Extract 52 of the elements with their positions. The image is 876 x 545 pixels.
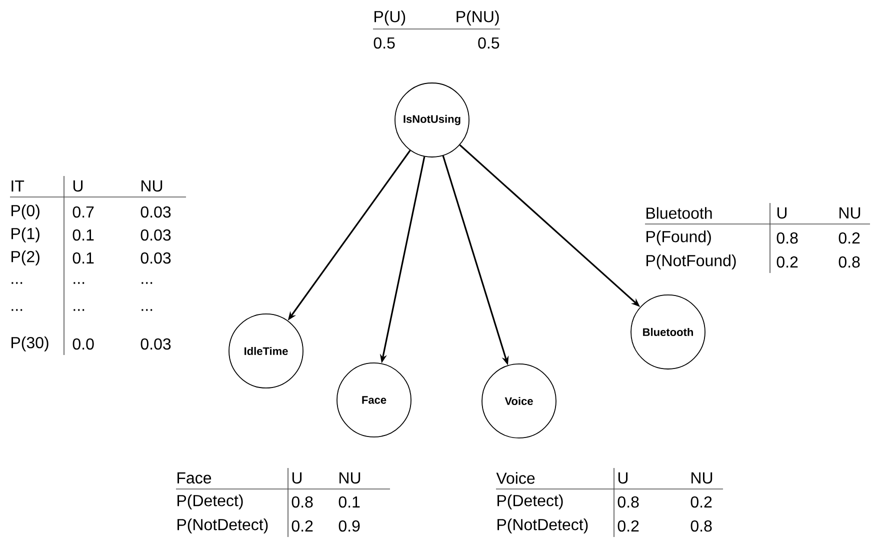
table-cell: U	[292, 472, 302, 484]
table-cell: 0.2	[292, 520, 313, 532]
table-cell: NU	[692, 472, 712, 484]
table-cell: 0.03	[140, 206, 171, 218]
table-cell: 0.1	[72, 252, 94, 264]
table-cell: P(NotFound)	[646, 254, 736, 270]
table-cell: 0.8	[292, 496, 313, 508]
table-cell: 0.5	[374, 37, 395, 49]
table-cell: 0.8	[838, 256, 860, 268]
table-cell: P(Detect)	[178, 494, 243, 510]
table-cell: IT	[12, 180, 24, 192]
table-cell: P(1)	[12, 228, 40, 242]
table-cell: NU	[840, 207, 860, 219]
table-cell: 0.8	[776, 232, 798, 244]
table-cell: 0.8	[690, 520, 712, 532]
table-cell: P(U)	[374, 10, 406, 26]
table-cell: ...	[142, 282, 152, 284]
table-cell: 0.2	[690, 496, 712, 508]
table-cell: 0.03	[140, 252, 171, 264]
table-cell: P(0)	[12, 204, 40, 220]
table-cell: 0.7	[72, 206, 94, 218]
table-cell: 0.0	[72, 338, 94, 350]
table-cell: 0.1	[338, 496, 360, 508]
table-cell: ...	[74, 282, 84, 284]
table-cell: 0.2	[838, 232, 860, 244]
table-cell: P(30)	[12, 336, 48, 352]
table-cell: U	[73, 180, 83, 192]
table-cell: 0.03	[140, 338, 171, 350]
table-cell: 0.9	[338, 520, 360, 532]
table-cell: ...	[12, 282, 22, 284]
table-cell: 0.1	[72, 229, 94, 241]
table-cell: ...	[142, 309, 152, 311]
table-cell: ...	[12, 309, 22, 311]
table-cell: P(2)	[12, 250, 40, 266]
table-cell: U	[618, 472, 628, 484]
table-cell: 0.5	[478, 37, 500, 49]
table-cell: 0.8	[618, 496, 639, 508]
table-cell: ...	[74, 309, 84, 311]
table-cell: Voice	[496, 472, 535, 484]
table-cell: P(Found)	[646, 230, 711, 246]
table-cell: 0.2	[776, 256, 798, 268]
table-cell: NU	[142, 180, 162, 192]
table-cell: U	[777, 207, 787, 219]
table-cell: Bluetooth	[646, 207, 712, 219]
table-cell: P(NotDetect)	[178, 518, 268, 534]
table-cell: P(NU)	[456, 10, 499, 26]
table-cell: 0.2	[618, 520, 639, 532]
table-cell: NU	[340, 472, 360, 484]
table-cell: P(NotDetect)	[498, 518, 588, 534]
table-cell: Face	[178, 472, 212, 484]
table-cell: P(Detect)	[498, 494, 563, 510]
table-cell: 0.03	[140, 229, 171, 241]
